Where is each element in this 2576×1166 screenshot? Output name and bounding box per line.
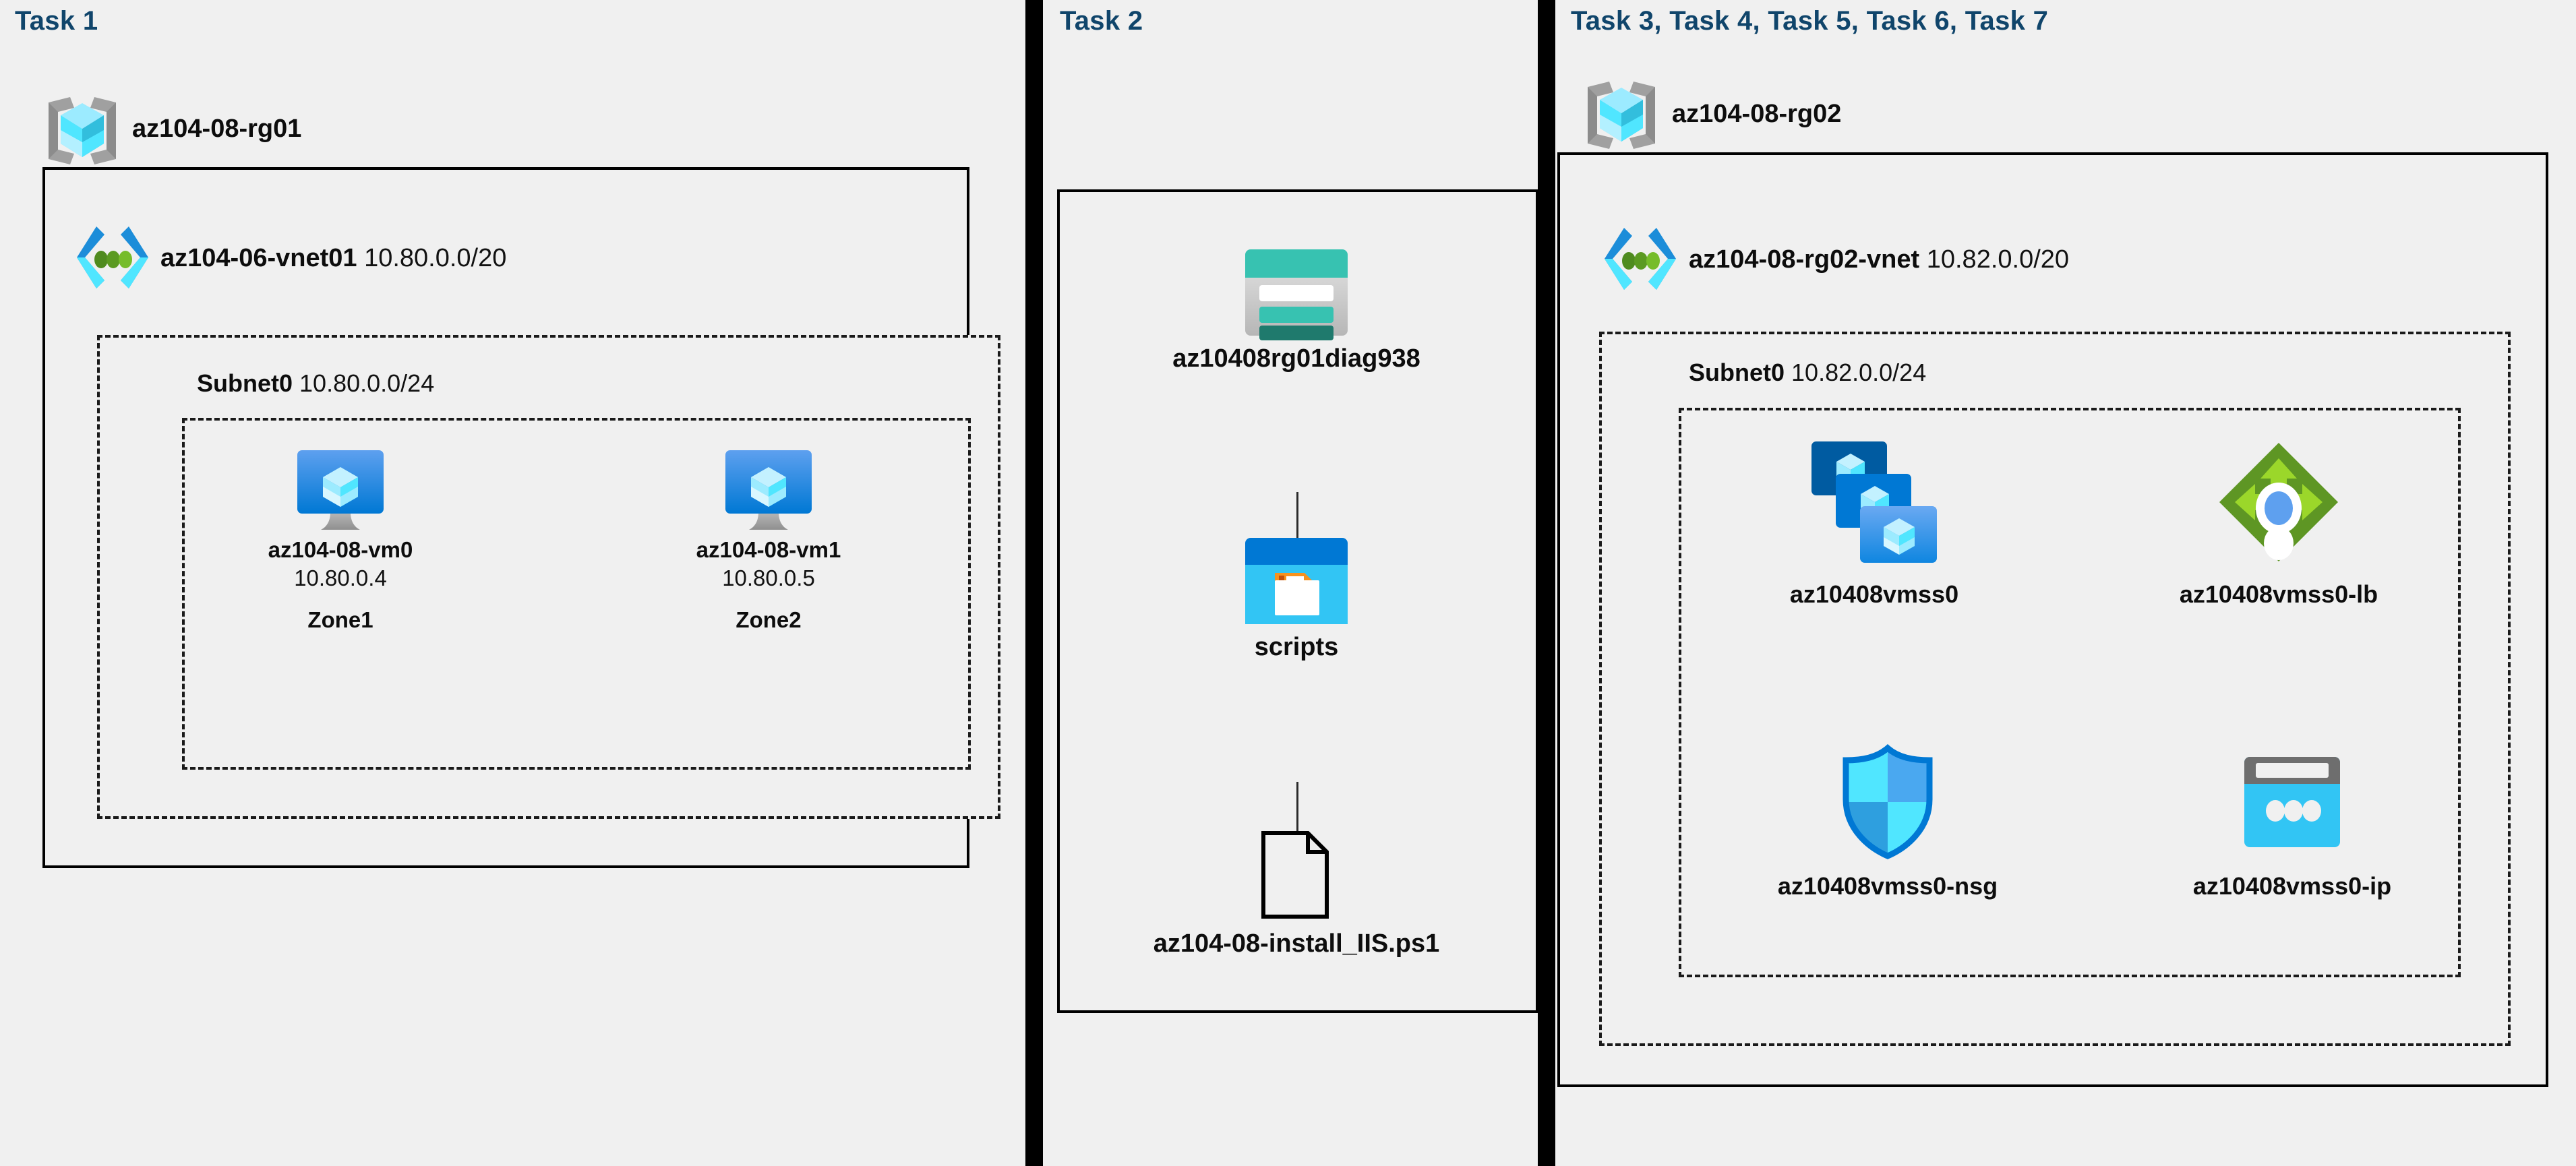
- public-ip-node[interactable]: az10408vmss0-ip: [2151, 741, 2434, 902]
- virtual-machine-icon: [222, 445, 458, 536]
- vm-ip-1: 10.80.0.5: [722, 565, 815, 591]
- public-ip-address-icon: [2151, 741, 2434, 863]
- connector-storage-to-scripts: [1296, 492, 1298, 541]
- vm-name-1: az104-08-vm1: [696, 537, 841, 562]
- vnet-label-task3: az104-08-rg02-vnet 10.82.0.0/20: [1689, 245, 2069, 274]
- load-balancer-node[interactable]: az10408vmss0-lb: [2137, 435, 2420, 610]
- resource-group-label-rg02: az104-08-rg02: [1672, 100, 1841, 129]
- resource-group-icon: [42, 93, 123, 167]
- vm-node-0[interactable]: az104-08-vm0 10.80.0.4 Zone1: [222, 445, 458, 633]
- vnet-name: az104-06-vnet01: [160, 244, 357, 272]
- virtual-machine-icon: [651, 445, 887, 536]
- blob-container-icon: [1060, 538, 1532, 624]
- resource-group-label-rg01: az104-08-rg01: [132, 115, 301, 144]
- vnet-cidr: 10.80.0.0/20: [364, 244, 507, 272]
- task-1-header: Task 1: [15, 6, 98, 36]
- panel-divider-2: [1538, 0, 1555, 1166]
- subnet-label-task3: Subnet0 10.82.0.0/24: [1689, 359, 1926, 387]
- panel-divider-1: [1025, 0, 1043, 1166]
- subnet-label-task1: Subnet0 10.80.0.0/24: [197, 369, 434, 398]
- vm-ip-0: 10.80.0.4: [294, 565, 387, 591]
- vm-name-0: az104-08-vm0: [268, 537, 413, 562]
- file-icon: [1060, 830, 1532, 919]
- vmss-node[interactable]: az10408vmss0: [1733, 435, 2016, 610]
- storage-account-name: az10408rg01diag938: [1172, 344, 1420, 373]
- vmss-name: az10408vmss0: [1789, 580, 1959, 608]
- nsg-node[interactable]: az10408vmss0-nsg: [1746, 741, 2029, 902]
- virtual-network-icon: [76, 222, 150, 293]
- resource-group-icon: [1581, 78, 1662, 152]
- public-ip-name: az10408vmss0-ip: [2192, 872, 2392, 900]
- blob-container-name: scripts: [1254, 633, 1339, 661]
- task-3-header: Task 3, Task 4, Task 5, Task 6, Task 7: [1571, 6, 2049, 36]
- task-2-header: Task 2: [1060, 6, 1143, 36]
- blob-container-node[interactable]: scripts: [1060, 538, 1532, 664]
- vm-scale-set-icon: [1733, 435, 2016, 570]
- load-balancer-name: az10408vmss0-lb: [2179, 580, 2378, 608]
- virtual-network-icon: [1603, 224, 1677, 294]
- script-file-name: az104-08-install_IIS.ps1: [1153, 929, 1440, 958]
- subnet-cidr: 10.80.0.0/24: [299, 369, 435, 397]
- vm-zone-0: Zone1: [307, 607, 373, 633]
- load-balancer-icon: [2137, 435, 2420, 570]
- subnet-name: Subnet0: [1689, 359, 1785, 386]
- subnet-cidr: 10.82.0.0/24: [1791, 359, 1927, 386]
- resource-group-name: az104-08-rg01: [132, 115, 302, 143]
- vnet-label-task1: az104-06-vnet01 10.80.0.0/20: [160, 244, 506, 273]
- storage-account-icon: [1060, 249, 1532, 340]
- vm-zone-1: Zone2: [736, 607, 802, 633]
- subnet-name: Subnet0: [197, 369, 293, 397]
- vnet-cidr: 10.82.0.0/20: [1926, 245, 2070, 274]
- connector-scripts-to-file: [1296, 782, 1298, 836]
- storage-account-node[interactable]: az10408rg01diag938: [1060, 249, 1532, 375]
- vm-node-1[interactable]: az104-08-vm1 10.80.0.5 Zone2: [651, 445, 887, 633]
- nsg-name: az10408vmss0-nsg: [1777, 872, 1998, 900]
- script-file-node[interactable]: az104-08-install_IIS.ps1: [1060, 830, 1532, 960]
- resource-group-name: az104-08-rg02: [1672, 100, 1842, 128]
- network-security-group-icon: [1746, 741, 2029, 863]
- vnet-name: az104-08-rg02-vnet: [1689, 245, 1920, 274]
